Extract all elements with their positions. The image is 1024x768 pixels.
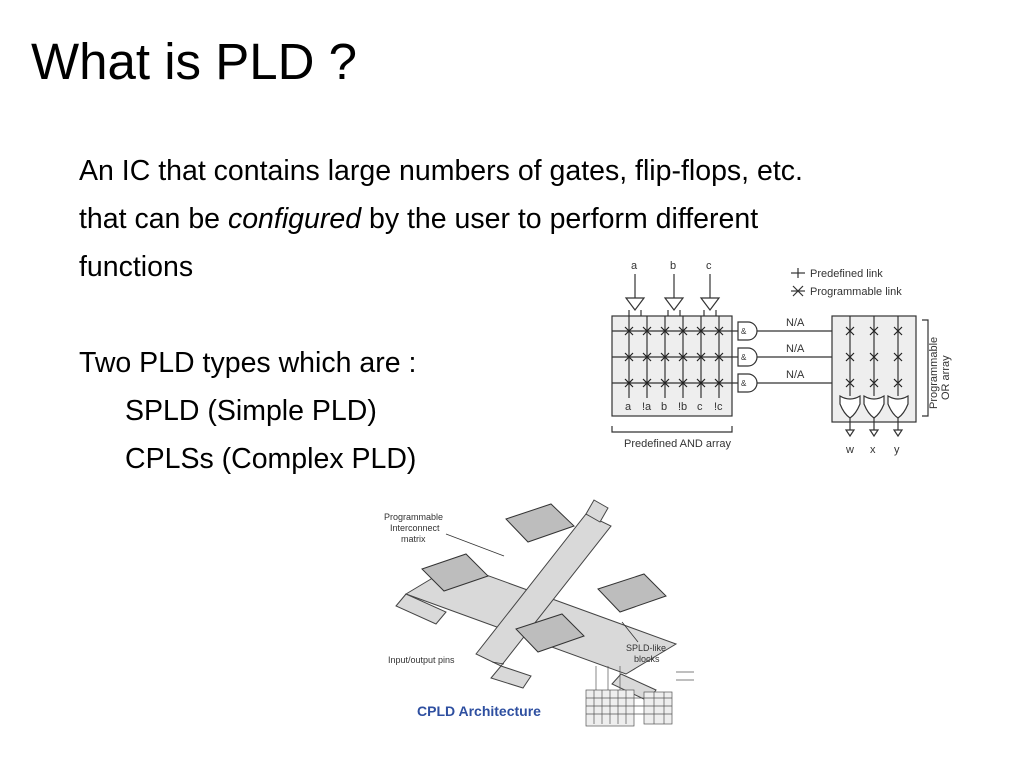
input-label-b: b bbox=[670, 260, 676, 272]
slide-title: What is PLD ? bbox=[31, 33, 357, 90]
output-label-y: y bbox=[894, 444, 900, 456]
and-gate-symbol: & bbox=[741, 353, 747, 362]
legend-programmable-link: Programmable link bbox=[810, 286, 902, 298]
definition-line-1: An IC that contains large numbers of gat… bbox=[79, 155, 803, 187]
column-label: !a bbox=[642, 401, 652, 413]
or-array-label-2: OR array bbox=[940, 355, 952, 400]
or-array-label-1: Programmable bbox=[928, 337, 940, 409]
slide-body: An IC that contains large numbers of gat… bbox=[79, 147, 1009, 483]
cpld-architecture-diagram: Programmable Interconnect matrix Input/o… bbox=[384, 499, 694, 727]
input-label-a: a bbox=[631, 260, 638, 272]
pld-schematic-diagram: a b c Predefined link Programmable link … bbox=[611, 260, 952, 456]
na-label: N/A bbox=[786, 343, 805, 355]
definition-text: by the user to perform different bbox=[361, 203, 759, 235]
column-label: c bbox=[697, 401, 703, 413]
column-label: a bbox=[625, 401, 632, 413]
input-label-c: c bbox=[706, 260, 712, 272]
interconnect-label-2: Interconnect bbox=[390, 523, 440, 533]
column-label: !c bbox=[714, 401, 723, 413]
types-intro: Two PLD types which are : bbox=[79, 347, 417, 379]
emphasis-configured: configured bbox=[227, 203, 362, 235]
na-label: N/A bbox=[786, 317, 805, 329]
output-label-w: w bbox=[845, 444, 854, 456]
definition-text: that can be bbox=[79, 203, 228, 235]
output-label-x: x bbox=[870, 444, 876, 456]
legend-predefined-link: Predefined link bbox=[810, 268, 883, 280]
and-gate-symbol: & bbox=[741, 379, 747, 388]
and-array-label: Predefined AND array bbox=[624, 438, 731, 450]
spld-blocks-label-1: SPLD-like bbox=[626, 643, 666, 653]
and-gate-symbol: & bbox=[741, 327, 747, 336]
column-label: b bbox=[661, 401, 667, 413]
cpld-caption: CPLD Architecture bbox=[417, 703, 541, 719]
column-label: !b bbox=[678, 401, 687, 413]
io-pins-label: Input/output pins bbox=[388, 655, 455, 665]
spld-blocks-label-2: blocks bbox=[634, 654, 660, 664]
type-item-spld: SPLD (Simple PLD) bbox=[125, 395, 377, 427]
definition-line-3: functions bbox=[79, 251, 194, 283]
na-label: N/A bbox=[786, 369, 805, 381]
definition-line-2: that can be configured by the user to pe… bbox=[79, 195, 1009, 243]
interconnect-label-1: Programmable bbox=[384, 512, 443, 522]
type-item-cpld: CPLSs (Complex PLD) bbox=[125, 443, 417, 475]
interconnect-label-3: matrix bbox=[401, 534, 426, 544]
